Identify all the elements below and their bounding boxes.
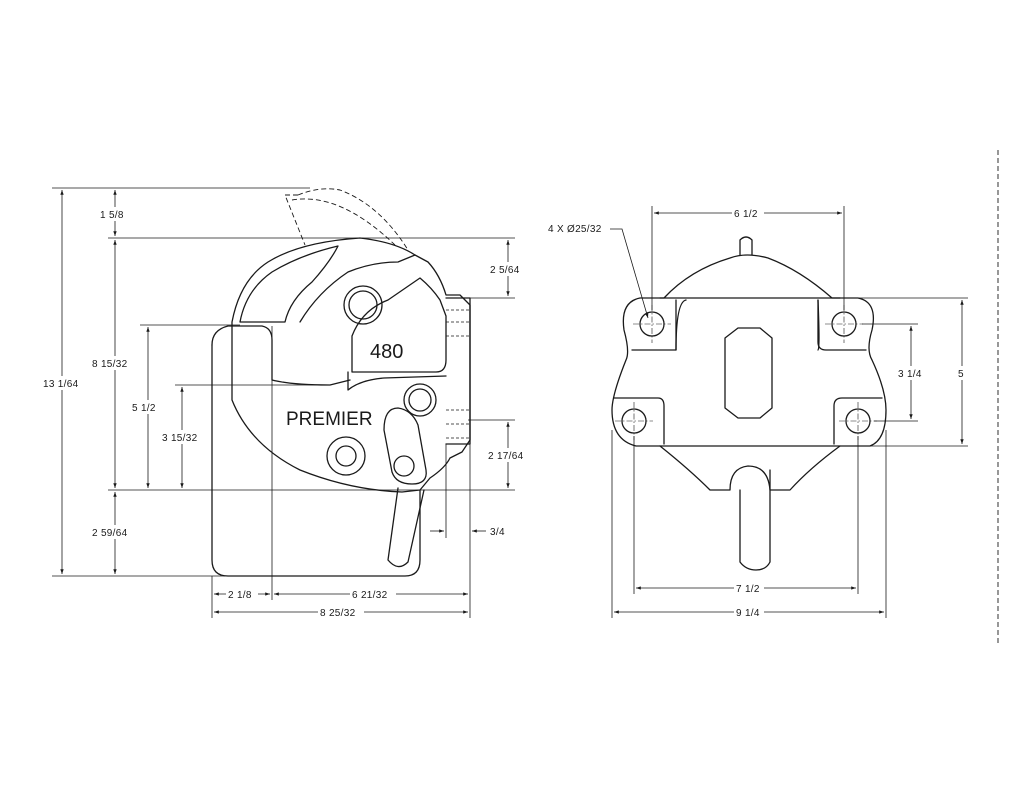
- jaw-open-phantom: [284, 188, 409, 251]
- boss-bottom-left: [613, 397, 665, 445]
- latch-plate: [351, 277, 447, 373]
- hole-leader: [610, 228, 649, 319]
- label-right-vertical: 3 1/4: [898, 369, 922, 380]
- mid-pivot: [403, 383, 437, 417]
- flange-slot-top: [446, 309, 470, 337]
- boss-bottom-right: [833, 397, 883, 445]
- centerline-bottom-left: [615, 402, 653, 440]
- label-rear-width: 6 21/32: [352, 590, 388, 601]
- brand-name: PREMIER: [286, 409, 373, 430]
- label-front-width: 2 1/8: [228, 590, 252, 601]
- top-stub: [739, 236, 753, 256]
- label-gap-bottom: 2 17/64: [488, 451, 524, 462]
- side-view: 480 PREMIER 13 1/64 1 5/8: [40, 187, 532, 619]
- label-overall-width: 8 25/32: [320, 608, 356, 619]
- model-number: 480: [370, 341, 403, 363]
- label-hole-callout: 4 X Ø25/32: [548, 224, 602, 235]
- label-overall-height-front: 5: [958, 369, 964, 380]
- front-view: 4 X Ø25/32 6 1/2 3 1/4 5 7 1/2 9 1/4: [548, 206, 969, 619]
- label-bottom-hole-spacing: 7 1/2: [736, 584, 760, 595]
- label-overall-height: 13 1/64: [43, 379, 79, 390]
- hook-inner: [299, 254, 416, 323]
- pin-boss-inner: [335, 445, 357, 467]
- mount-plate-outline: [611, 254, 887, 447]
- body-outline: [231, 237, 471, 493]
- lower-skirt: [659, 445, 841, 491]
- bottom-handle: [739, 469, 771, 571]
- hook-horn: [239, 245, 339, 323]
- release-handle: [387, 487, 425, 568]
- centerline-bottom-right: [839, 402, 877, 440]
- mid-pivot-inner: [408, 388, 432, 412]
- center-window: [724, 327, 773, 419]
- label-overall-width-front: 9 1/4: [736, 608, 760, 619]
- label-top-offset: 1 5/8: [100, 210, 124, 221]
- label-bottom-offset: 2 59/64: [92, 528, 128, 539]
- upper-pivot: [343, 285, 383, 325]
- boss-top-right: [817, 299, 867, 351]
- label-flange: 3/4: [490, 527, 505, 538]
- label-main-height: 8 15/32: [92, 359, 128, 370]
- upper-pivot-inner: [348, 290, 378, 320]
- label-5-half: 5 1/2: [132, 403, 156, 414]
- plate-upper-band: [675, 299, 820, 351]
- label-3-15-32: 3 15/32: [162, 433, 198, 444]
- label-gap-top: 2 5/64: [490, 265, 520, 276]
- front-face: [211, 344, 421, 577]
- boss-top-left: [631, 299, 677, 351]
- flange-slot-bottom: [446, 409, 470, 439]
- lower-plate: [347, 371, 447, 391]
- right-flange: [445, 297, 471, 445]
- front-nose: [211, 325, 351, 386]
- centerline-top-right: [825, 305, 863, 343]
- lever-pin: [393, 455, 415, 477]
- label-top-hole-spacing: 6 1/2: [734, 209, 758, 220]
- pin-boss: [326, 436, 366, 476]
- latch-lever: [383, 407, 427, 485]
- centerline-top-left: [633, 305, 671, 343]
